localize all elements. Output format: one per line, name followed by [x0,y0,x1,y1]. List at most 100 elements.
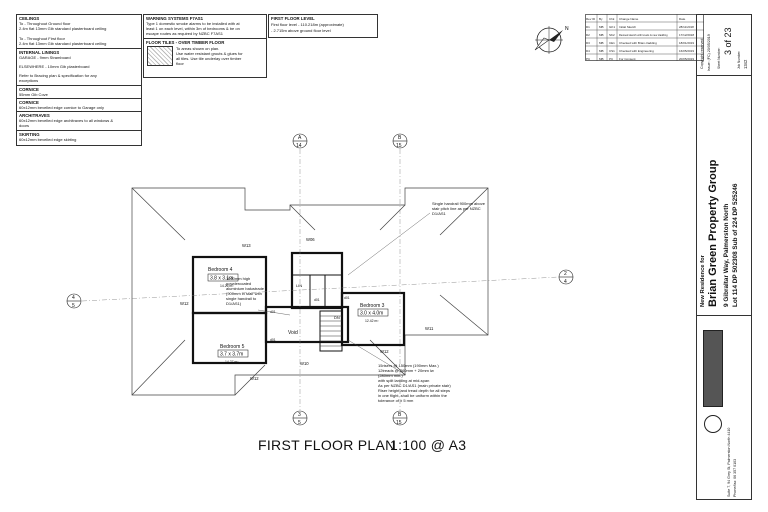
walls [191,251,406,365]
ceilings-line-4: 2.4m flat 13mm Gib standard plasterboard… [19,41,107,46]
section-marker-right: 2 4 [558,269,574,285]
rev-header-chk: Chk [609,17,615,21]
job-number: 1342 [743,59,748,69]
window-w06: W06 [306,237,315,242]
section-marker-a14-top: A 14 [292,133,308,149]
door-4: d01 [270,338,276,342]
rev-header-id: Rev ID [586,17,596,21]
job-label: Job Number: [737,50,741,69]
logo-circle-icon [704,415,722,433]
balustrade-line-4: (900mm in stair with [226,291,262,296]
bed4-area: 14.26 m² [220,284,234,288]
floor-level-line-2: - 2.715m above ground floor level [271,28,331,33]
svg-text:4: 4 [72,295,75,301]
svg-text:5: 5 [72,303,75,309]
title-block: Copyright reserved Issue: (FC) 20/05/201… [696,14,752,500]
svg-text:4: 4 [564,279,567,285]
floor-tiles-line-2: Use water resistant grouts & glues for [176,51,243,56]
rev-row-1-by: MB [599,25,604,29]
client-name: Brian Green Property Group [707,159,719,307]
notes-panel: CEILINGS To - Throughout Ground floor 2.… [16,14,142,146]
ceilings-line-3: To - Throughout First floor [19,36,65,41]
void-label: Void [288,330,298,336]
window-w11: W11 [425,326,434,331]
address-text: 9 Gibraltar Way, Palmerston North [723,203,730,307]
linings-line-4: exceptions [19,78,39,83]
north-label: N [565,26,569,32]
floor-level-line-1: First floor level - 110.218m (approximat… [271,22,344,27]
balustrade-line-2: powdercoated [226,281,251,286]
bed3-area: 12.42 m² [365,319,379,323]
svg-text:2: 2 [564,271,567,277]
rev-row-5-by: MB [599,57,604,61]
balustrade-line-5: single handrail to [226,296,257,301]
rev-row-1-chk: GK1 [609,25,615,29]
warning-panel: WARNING SYSTEMS F7AS1 Type 1 domestic sm… [143,14,267,78]
rev-row-5-id: PC [586,57,591,61]
plan-title: FIRST FLOOR PLAN [258,437,396,453]
section-marker-a14-bottom: 3 5 [292,410,308,426]
linings-line-3: Refer to Bracing plan & specification fo… [19,73,97,78]
bed5-size-box [217,349,249,358]
window-w13: W13 [242,243,251,248]
rev-row-3-chk: CE1 [609,41,615,45]
section-marker-b15-top: B 15 [392,133,408,149]
rev-row-4-date: 16/05/2019 [679,49,694,53]
skirting-heading: SKIRTING [19,132,40,137]
cornice2-heading: CORNICE [19,100,39,105]
sheet-number: 3 of 23 [723,27,733,55]
revision-table: Rev ID By Chk Change Name Date D1 MB GK1… [585,14,704,61]
svg-text:3: 3 [298,412,301,418]
bed3-size-box [357,308,389,317]
rev-row-2-date: 17/12/2018 [679,33,694,37]
riser-note-line-7: in one flight, shall be uniform within t… [378,393,448,398]
rev-header-by: By [599,17,603,21]
window-w12-bottom: W12 [250,376,259,381]
copyright-text: Copyright reserved [700,38,704,69]
sheet-label: Sheet Number: [717,47,721,69]
floor-plan: Bedroom 4 3.8 x 3.1m 14.26 m² Bedroom 3 … [66,133,574,426]
floor-level-heading: FIRST FLOOR LEVEL [271,16,315,21]
stair-note-line-3: D1/AS1 [432,211,447,216]
window-w10: W10 [300,361,309,366]
issue-text: Issue: (FC) 20/05/2019 [707,34,711,71]
svg-text:14: 14 [296,143,302,149]
tile-hatch-swatch [147,46,173,66]
rev-row-4-chk: CS1 [609,49,615,53]
rev-row-3-name: Checked with Brian cladding [619,41,657,45]
cornice1-line: 55mm Gib Cove [19,92,48,97]
warning-heading: WARNING SYSTEMS F7AS1 [146,16,204,21]
dn-label: DN [334,315,340,320]
rev-row-1-name: Initial Sketch [619,25,636,29]
door-1: d01 [270,310,276,314]
balustrade-line-3: aluminium balustrade [226,286,265,291]
rev-row-2-by: MB [599,33,604,37]
rev-row-5-chk: PC [609,57,614,61]
section-marker-left: 4 5 [66,293,82,309]
floor-level-panel: FIRST FLOOR LEVEL First floor level - 11… [268,14,378,38]
floor-tiles-heading: FLOOR TILES - OVER TIMBER FLOOR [146,40,225,45]
bed4-name: Bedroom 4 [208,267,233,273]
svg-text:A: A [298,135,302,141]
riser-note-line-5: As per NZBC D1/AS1 (main private stair) [378,383,451,388]
rev-row-4-by: MB [599,49,604,53]
rev-row-1-date: 28/11/2018 [679,25,694,29]
rev-row-5-name: For Consent [619,57,636,61]
architraves-line-1: 60x12mm bevelled edge architraves to all… [19,118,114,123]
warning-line-3: escape routes as required by NZBC F7AS1 [146,31,223,36]
warning-line-2: least 1 on each level, within 3m of bedr… [146,26,240,31]
rev-row-1-id: D1 [586,25,590,29]
bed4-size: 3.8 x 3.1m [210,276,233,282]
linings-heading: INTERNAL LININGS [19,50,60,55]
rev-row-4-id: D4 [586,49,590,53]
riser-note-line-6: Riser height and tread depth for all ste… [378,388,450,393]
svg-text:5: 5 [298,420,301,426]
rev-header-name: Change Name [619,17,639,21]
rev-row-4-name: Checked with Engineering [619,49,654,53]
architraves-heading: ARCHITRAVES [19,113,50,118]
office-address: Suite 7, 94 Grey St, Palmerston North 44… [727,427,731,497]
ceilings-heading: CEILINGS [19,16,40,21]
stair-treads [320,315,342,347]
rev-row-2-chk: SK2 [609,33,615,37]
